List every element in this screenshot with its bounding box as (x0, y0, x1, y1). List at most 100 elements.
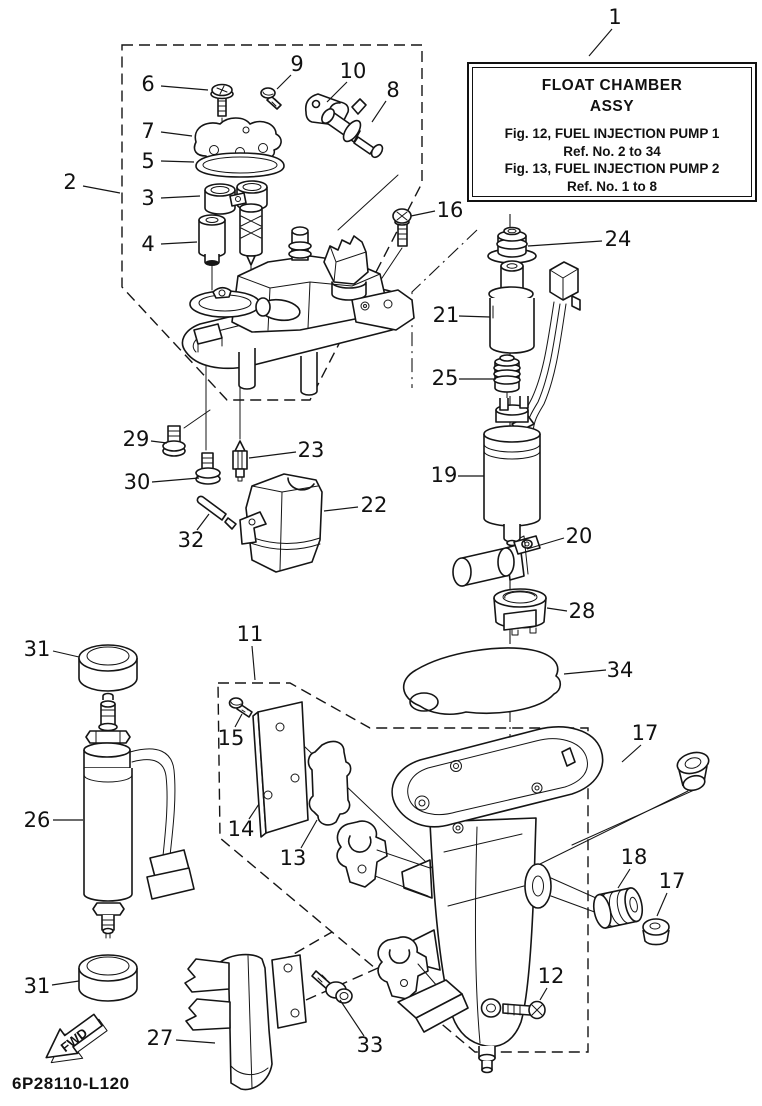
part-18-grommet (592, 887, 644, 929)
callout-8-7: 8 (386, 78, 399, 102)
callout-leader-14-13 (248, 803, 260, 820)
part-17-grommet-top (676, 751, 710, 792)
callout-31-31: 31 (24, 637, 51, 661)
callout-17-16: 17 (632, 721, 659, 745)
info-box-title: FLOAT CHAMBER (541, 77, 683, 94)
info-box-inner: FLOAT CHAMBER ASSY Fig. 12, FUEL INJECTI… (472, 67, 752, 197)
callout-leader-15-14 (234, 713, 243, 728)
part-33-bolt (311, 970, 353, 1004)
callout-leader-2-1 (82, 185, 121, 194)
callout-leader-16-15 (410, 210, 436, 217)
callout-leader-31-31 (52, 650, 80, 658)
callout-31-32: 31 (24, 974, 51, 998)
callout-leader-29-29 (150, 440, 168, 444)
part-27-bracket (184, 953, 307, 1091)
callout-27-27: 27 (147, 1026, 174, 1050)
info-box-ref1: Ref. No. 2 to 34 (563, 143, 661, 159)
callout-leader-21-21 (458, 315, 491, 318)
callout-13-12: 13 (280, 846, 307, 870)
part-15-screw (228, 697, 253, 718)
callout-34-35: 34 (607, 658, 634, 682)
enclosure-part-11 (217, 682, 589, 1053)
callout-leader-23-23 (248, 451, 297, 459)
callout-11-10: 11 (237, 622, 264, 646)
callout-4-3: 4 (141, 232, 154, 256)
callout-leader-13-12 (300, 819, 318, 849)
part-23-needle-valve (232, 440, 248, 482)
part-8-valve (321, 98, 384, 159)
callout-leader-5-4 (160, 160, 195, 163)
part-24-grommet (487, 226, 537, 264)
fwd-arrow: FWD (45, 1013, 108, 1064)
callout-leader-31-32 (51, 980, 80, 986)
callout-5-4: 5 (141, 149, 154, 173)
part-5-gasket (195, 152, 285, 178)
enclosure-part-2 (121, 44, 423, 401)
part-16-screw (392, 208, 412, 247)
part-20-strainer (452, 535, 541, 587)
callout-leader-4-3 (160, 241, 198, 245)
callout-9-8: 9 (290, 52, 303, 76)
callout-22-22: 22 (361, 493, 388, 517)
callout-leader-10-9 (326, 81, 348, 103)
part-31-ring-bottom (78, 954, 138, 1002)
callout-32-33: 32 (178, 528, 205, 552)
callout-30-30: 30 (124, 470, 151, 494)
part-12-screw (480, 998, 546, 1020)
info-box-fig1: Fig. 12, FUEL INJECTION PUMP 1 (504, 126, 720, 141)
callout-23-23: 23 (298, 438, 325, 462)
part-26-fuel-pump-assy (83, 692, 195, 939)
part-14-plate (252, 701, 309, 838)
centerline-diagonal (411, 229, 478, 388)
info-box-ref2: Ref. No. 1 to 8 (566, 178, 657, 194)
part-25-damper (493, 354, 521, 421)
callout-leader-33-34 (339, 999, 365, 1037)
part-34-gasket (402, 647, 562, 715)
callout-leader-7-6 (160, 131, 193, 137)
callout-3-2: 3 (141, 186, 154, 210)
callout-14-13: 14 (228, 817, 255, 841)
callout-29-29: 29 (123, 427, 150, 451)
callout-26-26: 26 (24, 808, 51, 832)
part-21-float (488, 260, 535, 354)
info-box: FLOAT CHAMBER ASSY Fig. 12, FUEL INJECTI… (467, 62, 757, 202)
callout-leader-22-22 (323, 506, 359, 512)
callout-leader-24-24 (527, 240, 603, 247)
part-29-screw (162, 425, 186, 457)
callout-leader-27-27 (175, 1039, 216, 1044)
callout-33-34: 33 (357, 1033, 384, 1057)
callout-leader-8-7 (371, 100, 387, 123)
callout-leader-1-0 (588, 28, 613, 57)
wire-harness (505, 261, 581, 433)
part-30-screw (195, 452, 221, 485)
part-17-grommet-bottom (642, 918, 670, 946)
callout-25-25: 25 (432, 366, 459, 390)
part-fuel-injection-pump-body (181, 226, 415, 396)
callout-10-9: 10 (340, 59, 367, 83)
part-31-ring-top (78, 644, 138, 692)
callout-leader-17-18 (656, 892, 668, 917)
info-box-fig2: Fig. 13, FUEL INJECTION PUMP 2 (504, 161, 720, 176)
part-filter-tube (239, 203, 263, 266)
part-float-chamber-body (336, 726, 604, 1074)
callout-1-0: 1 (608, 5, 621, 29)
part-4-cylinder (198, 214, 226, 266)
callout-leader-18-17 (617, 868, 631, 889)
callout-7-6: 7 (141, 119, 154, 143)
callout-18-17: 18 (621, 845, 648, 869)
callout-17-18: 17 (659, 869, 686, 893)
part-19-fuel-pump (483, 396, 541, 547)
drawing-code: 6P28110-L120 (12, 1074, 130, 1093)
callout-leader-34-35 (563, 669, 607, 675)
callout-leader-9-8 (276, 74, 292, 90)
part-22-cover (239, 473, 323, 573)
callout-16-15: 16 (437, 198, 464, 222)
callout-leader-6-5 (160, 85, 209, 91)
part-28-holder (493, 588, 547, 636)
callout-12-11: 12 (538, 964, 565, 988)
callout-24-24: 24 (605, 227, 632, 251)
callout-6-5: 6 (141, 72, 154, 96)
part-13-gasket (307, 740, 352, 826)
